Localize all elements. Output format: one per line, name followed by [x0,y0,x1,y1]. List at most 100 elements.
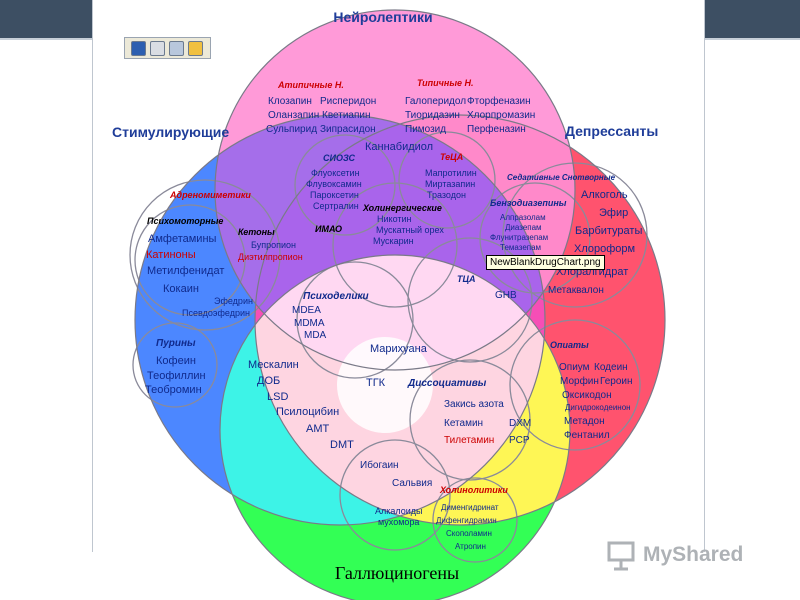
drug-lsd: LSD [267,391,288,403]
drug-codeine: Кодеин [594,362,628,373]
drug-dihydrocodeinone: Дигидрокодеинон [565,403,631,412]
drug-trazodone: Тразодон [427,190,466,200]
group-title-neuroleptics: Нейролептики [333,9,432,25]
dissociatives-circle [409,359,531,481]
psychomotor-circle [134,204,246,316]
label-ssri: СИОЗС [323,153,356,163]
slide-header-bar-left [0,0,92,38]
label-purines: Пурины [156,338,196,349]
drug-perphenazine: Перфеназин [467,123,526,135]
drug-diphenhydramine: Дифенгидрамин [436,516,497,525]
adreno-circle [129,179,281,331]
venn-circles [135,10,665,600]
purines-circle [132,322,218,408]
drug-mescaline: Мескалин [248,359,299,371]
drug-pcp: PCP [509,435,530,446]
drug-caffeine: Кофеин [156,355,196,367]
deliriants-circle [339,439,451,551]
drug-diazepam: Диазепам [505,223,542,232]
email-icon[interactable] [169,40,184,56]
drug-mda: MDA [304,330,327,341]
drug-chlorpromazine: Хлорпромазин [467,110,535,121]
drug-methylphenidate: Метилфенидат [147,265,224,277]
label-tetca: ТеЦА [440,152,463,162]
image-toolbar [124,37,211,59]
drug-dob: ДОБ [257,375,280,387]
drug-ether: Эфир [599,207,628,219]
label-sedatives: Седативные Снотворные [507,173,616,182]
drug-heroin: Героин [600,376,633,387]
drug-mdma: MDMA [294,318,325,329]
depressants-outline [254,114,666,526]
stimulants-outline [134,114,546,526]
print-icon[interactable] [150,40,165,56]
label-tca: ТЦА [457,274,476,284]
label-opiates: Опиаты [550,340,589,350]
drug-marijuana: Марихуана [370,343,428,355]
label-cholinolytics: Холинолитики [439,485,508,495]
drug-amt: АМТ [306,423,330,435]
drug-theophylline: Теофиллин [147,370,206,382]
drug-thc: ТГК [366,377,386,389]
drug-cannabidiol: Каннабидиол [365,141,433,153]
label-maoi: ИМАО [315,224,342,234]
group-title-stimulants: Стимулирующие [112,124,229,140]
slide-header-bar-right [703,0,800,38]
label-dissociatives: Диссоциативы [407,378,487,389]
drug-atropine: Атропин [455,542,486,551]
label-ketones: Кетоны [238,227,275,237]
drug-morphine: Морфин [560,375,599,387]
drug-oxycodone: Оксикодон [562,390,612,401]
drug-ephedrine: Эфедрин [214,296,253,306]
drug-methadone: Метадон [564,416,605,427]
drug-sertraline: Сертралин [313,201,359,211]
drug-diethylpropion: Диэтилпропион [238,252,303,262]
drug-quetiapine: Кветиапин [322,110,371,121]
drug-mirtazapine: Миртазапин [425,179,475,189]
drug-dimenhydrinate: Дименгидринат [441,503,499,512]
drug-haloperidol: Галоперидол [405,96,466,107]
label-psychomotor: Психомоторные [147,216,223,226]
label-typical: Типичные Н. [417,78,474,88]
label-psychedelics: Психоделики [303,291,369,302]
drug-chloroform: Хлороформ [574,243,635,255]
drug-methaqualone: Метаквалон [548,285,604,296]
thc-white-zone [337,337,433,433]
drug-paroxetine: Пароксетин [310,190,359,200]
drug-olanzapine: Оланзапин [268,110,319,121]
label-atypical: Атипичные Н. [277,80,344,90]
drug-dmt: DMT [330,439,354,451]
drug-tiletamine: Тилетамин [444,435,494,446]
tetca-circle [398,131,496,229]
drug-ziprasidone: Зипрасидон [320,124,376,135]
drug-ibogaine: Ибогаин [360,459,399,471]
drug-fluoxetine: Флуоксетин [311,168,360,178]
drug-flunitrazepam: Флунитразепам [490,233,548,242]
drug-pseudoephedrine: Псевдоэфедрин [182,308,250,318]
watermark: MyShared [606,538,743,572]
drug-dxm: DXM [509,418,531,429]
label-cholinergic: Холинергические [362,203,442,213]
label-adreno: Адреномиметики [169,190,251,200]
drug-scopolamine: Скополамин [446,529,492,538]
drug-maprotiline: Мапротилин [425,168,477,178]
drug-clozapine: Клозапин [268,96,312,107]
cholinolytics-circle [432,477,518,563]
hallucinogens-outline [219,254,571,600]
drug-sulpiride: Сульпирид [266,124,317,135]
drug-salvia: Сальвия [392,478,432,489]
drug-fly-agaric: мухомора [378,517,419,527]
watermark-text: MyShared [643,543,744,566]
drug-nicotine: Никотин [377,214,412,224]
folder-icon[interactable] [188,40,203,56]
presentation-icon [607,541,635,571]
drug-fluphenazine: Фторфеназин [467,95,531,107]
slide-caption: Галлюциногены [334,563,460,583]
drug-barbiturates: Барбитураты [575,225,642,237]
drug-pimozide: Пимозид [405,124,446,135]
drug-theobromine: Теобромин [145,384,202,396]
save-icon[interactable] [131,40,146,56]
drug-muscarine: Мускарин [373,236,414,246]
drug-temazepam: Темазепам [500,243,541,252]
drug-alkaloids: Алкалоиды [375,506,423,516]
